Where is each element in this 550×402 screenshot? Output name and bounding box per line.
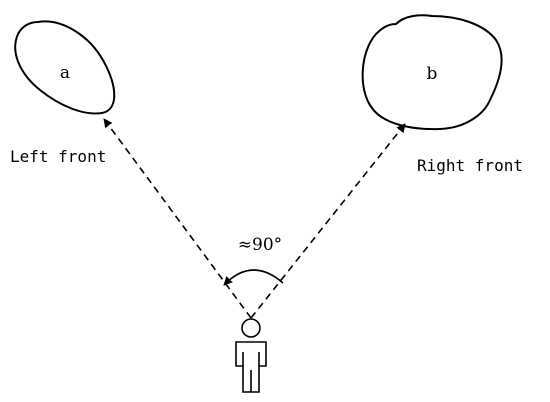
sight-line-left — [103, 118, 252, 319]
angle-label: ≈90° — [238, 235, 282, 255]
sight-line-right — [250, 123, 406, 319]
right-front-label: Right front — [417, 156, 523, 175]
person-icon — [235, 318, 267, 393]
left-front-label: Left front — [10, 147, 106, 166]
object-b-label: b — [427, 64, 438, 84]
object-a-label: a — [60, 63, 70, 83]
object-a-outline — [14, 20, 116, 115]
angle-arc — [223, 269, 284, 286]
object-b-outline — [361, 14, 503, 131]
